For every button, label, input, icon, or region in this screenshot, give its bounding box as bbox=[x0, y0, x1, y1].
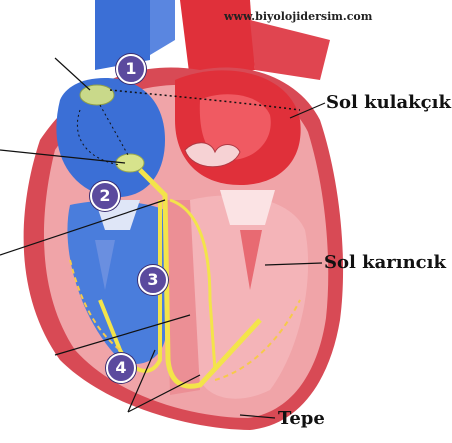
pointer-sa-node bbox=[55, 58, 90, 90]
label-left-atrium: Sol kulakçık bbox=[326, 92, 451, 113]
marker-3: 3 bbox=[138, 265, 168, 295]
vessel-shade bbox=[150, 0, 175, 55]
marker-2: 2 bbox=[90, 181, 120, 211]
marker-4: 4 bbox=[106, 353, 136, 383]
label-left-ventricle: Sol karıncık bbox=[324, 252, 446, 273]
sa-node bbox=[80, 85, 114, 105]
watermark: www.biyolojidersim.com bbox=[224, 10, 372, 23]
pulmonary-vein bbox=[250, 20, 330, 80]
marker-1: 1 bbox=[116, 54, 146, 84]
label-apex: Tepe bbox=[278, 408, 325, 429]
